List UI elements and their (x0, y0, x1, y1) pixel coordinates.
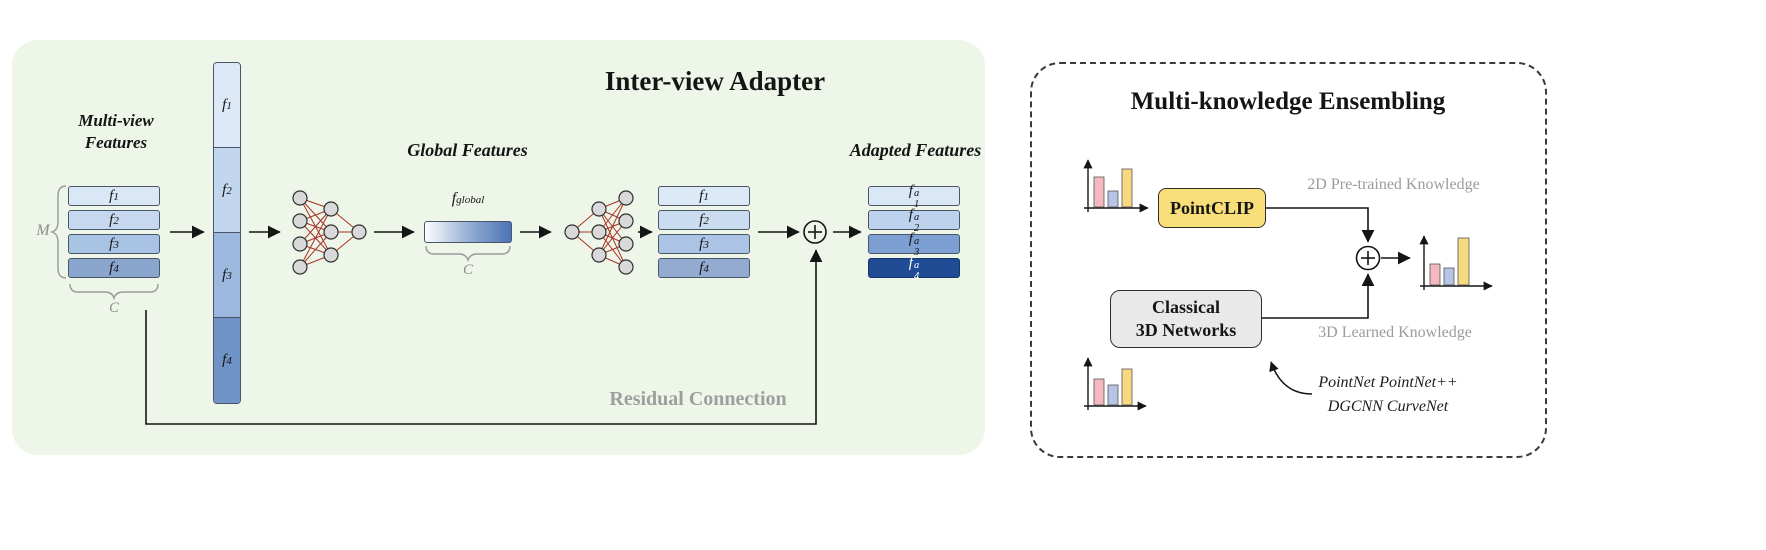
dgcnn-networks-label: DGCNN CurveNet (1327, 398, 1449, 415)
2d-pretrained-knowledge-label: 2D Pre-trained Knowledge (1307, 176, 1480, 193)
residual-connection-label: Residual Connection (609, 388, 787, 410)
multi-knowledge-ensembling-title: Multi-knowledge Ensembling (1130, 88, 1446, 115)
pointnet-networks-label: PointNet PointNet++ (1318, 374, 1458, 391)
3d-learned-knowledge-label: 3D Learned Knowledge (1318, 324, 1472, 341)
global-feature-bar (424, 221, 512, 243)
adapted-features-label: Adapted Features (849, 140, 982, 160)
view-count-label: M (36, 222, 50, 239)
multiview-features-label: Multi-view Features (78, 111, 154, 153)
channel-dim-label: C (108, 300, 119, 316)
pointclip-box: PointCLIP (1158, 188, 1266, 228)
classical-3d-networks-box: Classical 3D Networks (1110, 290, 1262, 348)
global-features-label: Global Features (407, 140, 528, 160)
channel-dim-label-global: C (462, 262, 473, 278)
inter-view-adapter-title: Inter-view Adapter (604, 66, 826, 96)
